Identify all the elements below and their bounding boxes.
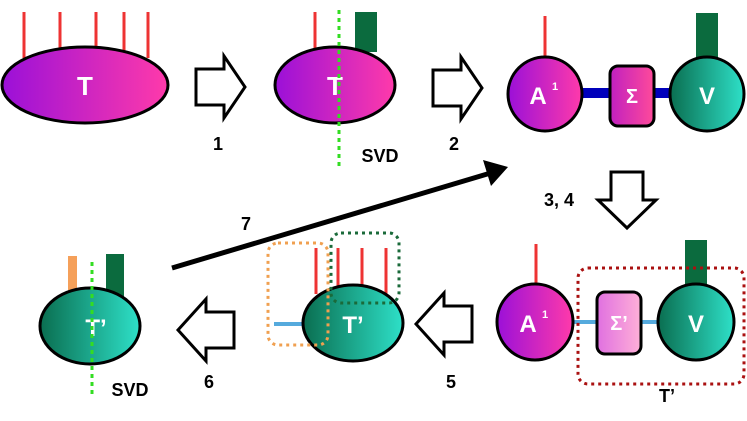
dotted-box-green xyxy=(329,231,401,305)
tprime-group-box xyxy=(576,266,746,386)
arrow-step-1 xyxy=(194,51,247,123)
leg-dark-green xyxy=(685,240,707,290)
arrow-step-6 xyxy=(175,295,236,365)
node-label-a-sup: 1 xyxy=(542,309,548,321)
node-a xyxy=(495,282,575,362)
svd-label: SVD xyxy=(361,146,398,166)
leg-dark-green xyxy=(696,13,718,61)
node-sigma-prime xyxy=(595,290,643,356)
leg-dark-green xyxy=(106,254,124,298)
leg-orange xyxy=(68,256,77,298)
svd-label: SVD xyxy=(111,380,148,400)
tprime-group-label: T’ xyxy=(659,386,675,406)
node-label-t: T xyxy=(77,71,93,101)
step-label-5: 5 xyxy=(446,372,456,392)
step-label-3-4: 3, 4 xyxy=(544,190,574,210)
tensor-tprime-svd-cut: T’ xyxy=(38,254,142,398)
decomposition-a-sigma-v: A 1 Σ V xyxy=(506,13,746,133)
node-a xyxy=(506,55,584,133)
node-label-sigma-prime: Σ’ xyxy=(610,313,628,335)
tensor-t-svd-cut: T xyxy=(273,10,397,170)
node-label-sigma: Σ xyxy=(626,86,638,108)
node-label-tprime: T’ xyxy=(342,312,363,339)
arrow-step-5 xyxy=(413,289,474,359)
node-v xyxy=(668,55,746,133)
arrow-step-3-4 xyxy=(594,170,660,231)
tensor-ellipse xyxy=(0,45,170,125)
step-label-7: 7 xyxy=(241,214,251,234)
tensor-tprime-merged: T’ xyxy=(266,231,405,363)
arrow-step-2 xyxy=(431,52,484,124)
step-label-6: 6 xyxy=(204,372,214,392)
leg-dark-green xyxy=(355,12,377,52)
step-label-1: 1 xyxy=(213,134,223,154)
node-sigma xyxy=(608,64,656,128)
tensor-t-original: T xyxy=(0,12,170,125)
node-label-tprime: T’ xyxy=(85,315,106,342)
node-label-a: A xyxy=(519,311,536,338)
node-v xyxy=(656,282,736,362)
node-label-a: A xyxy=(529,83,546,110)
decomposition-a-sigmaprime-v: A 1 Σ’ V xyxy=(495,240,746,386)
tensor-ellipse xyxy=(38,286,142,366)
step-label-2: 2 xyxy=(449,134,459,154)
node-label-a-sup: 1 xyxy=(552,81,558,93)
node-label-t: T xyxy=(327,71,343,101)
tensor-ellipse xyxy=(273,45,397,125)
node-label-v: V xyxy=(688,311,704,338)
arrow-step-7 xyxy=(171,160,508,271)
node-label-v: V xyxy=(699,83,715,110)
